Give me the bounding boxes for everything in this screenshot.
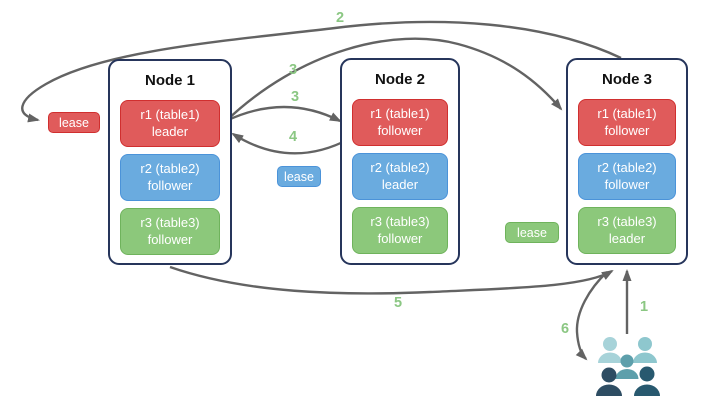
lease-tag-red: lease xyxy=(48,112,100,133)
replica-name: r3 (table3) xyxy=(370,213,430,229)
node-2-replica-r3: r3 (table3) follower xyxy=(352,207,448,254)
replica-role: follower xyxy=(147,177,193,193)
user-middle xyxy=(615,354,639,379)
replica-name: r3 (table3) xyxy=(597,213,657,229)
arrow-step-3-node1-to-node2 xyxy=(225,105,342,123)
node-3-replica-r1: r1 (table1) follower xyxy=(578,99,676,146)
step-label-6: 6 xyxy=(560,321,570,337)
replica-name: r2 (table2) xyxy=(370,159,430,175)
node-1-replica-r2: r2 (table2) follower xyxy=(120,154,220,201)
node-3-replica-r3: r3 (table3) leader xyxy=(578,207,676,254)
node-2-title: Node 2 xyxy=(374,71,425,88)
step-label-3a: 3 xyxy=(288,62,298,78)
replica-role: follower xyxy=(377,122,423,138)
replica-name: r1 (table1) xyxy=(597,105,657,121)
node-1-replica-r3: r3 (table3) follower xyxy=(120,208,220,255)
replica-role: follower xyxy=(604,122,650,138)
node-1-box: Node 1 r1 (table1) leader r2 (table2) fo… xyxy=(108,59,232,265)
user-front-right xyxy=(634,366,660,396)
lease-tag-blue: lease xyxy=(277,166,321,187)
step-label-2: 2 xyxy=(335,10,345,26)
user-back-right xyxy=(633,337,657,363)
node-2-replica-r1: r1 (table1) follower xyxy=(352,99,448,146)
node-2-box: Node 2 r1 (table1) follower r2 (table2) … xyxy=(340,58,460,265)
node-1-title: Node 1 xyxy=(144,72,195,89)
node-3-box: Node 3 r1 (table1) follower r2 (table2) … xyxy=(566,58,688,265)
node-3-replica-r2: r2 (table2) follower xyxy=(578,153,676,200)
node-2-replica-r2: r2 (table2) leader xyxy=(352,153,448,200)
users-group-icon xyxy=(596,337,660,396)
replica-name: r3 (table3) xyxy=(140,214,200,230)
replica-role: follower xyxy=(604,176,650,192)
replica-name: r2 (table2) xyxy=(140,160,200,176)
step-label-4: 4 xyxy=(288,129,298,145)
arrow-step-5-node1-to-node3 xyxy=(169,265,614,295)
replica-name: r2 (table2) xyxy=(597,159,657,175)
step-label-3b: 3 xyxy=(290,89,300,105)
replica-role: leader xyxy=(608,230,646,246)
user-back-left xyxy=(598,337,622,363)
step-label-1: 1 xyxy=(639,299,649,315)
node-1-replica-r1: r1 (table1) leader xyxy=(120,100,220,147)
user-front-left xyxy=(596,367,622,396)
lease-tag-green: lease xyxy=(505,222,559,243)
replica-role: leader xyxy=(151,123,189,139)
replica-role: leader xyxy=(381,176,419,192)
replica-role: follower xyxy=(147,231,193,247)
replica-name: r1 (table1) xyxy=(140,106,200,122)
replica-role: follower xyxy=(377,230,423,246)
step-label-5: 5 xyxy=(393,295,403,311)
replica-name: r1 (table1) xyxy=(370,105,430,121)
node-3-title: Node 3 xyxy=(601,71,652,88)
